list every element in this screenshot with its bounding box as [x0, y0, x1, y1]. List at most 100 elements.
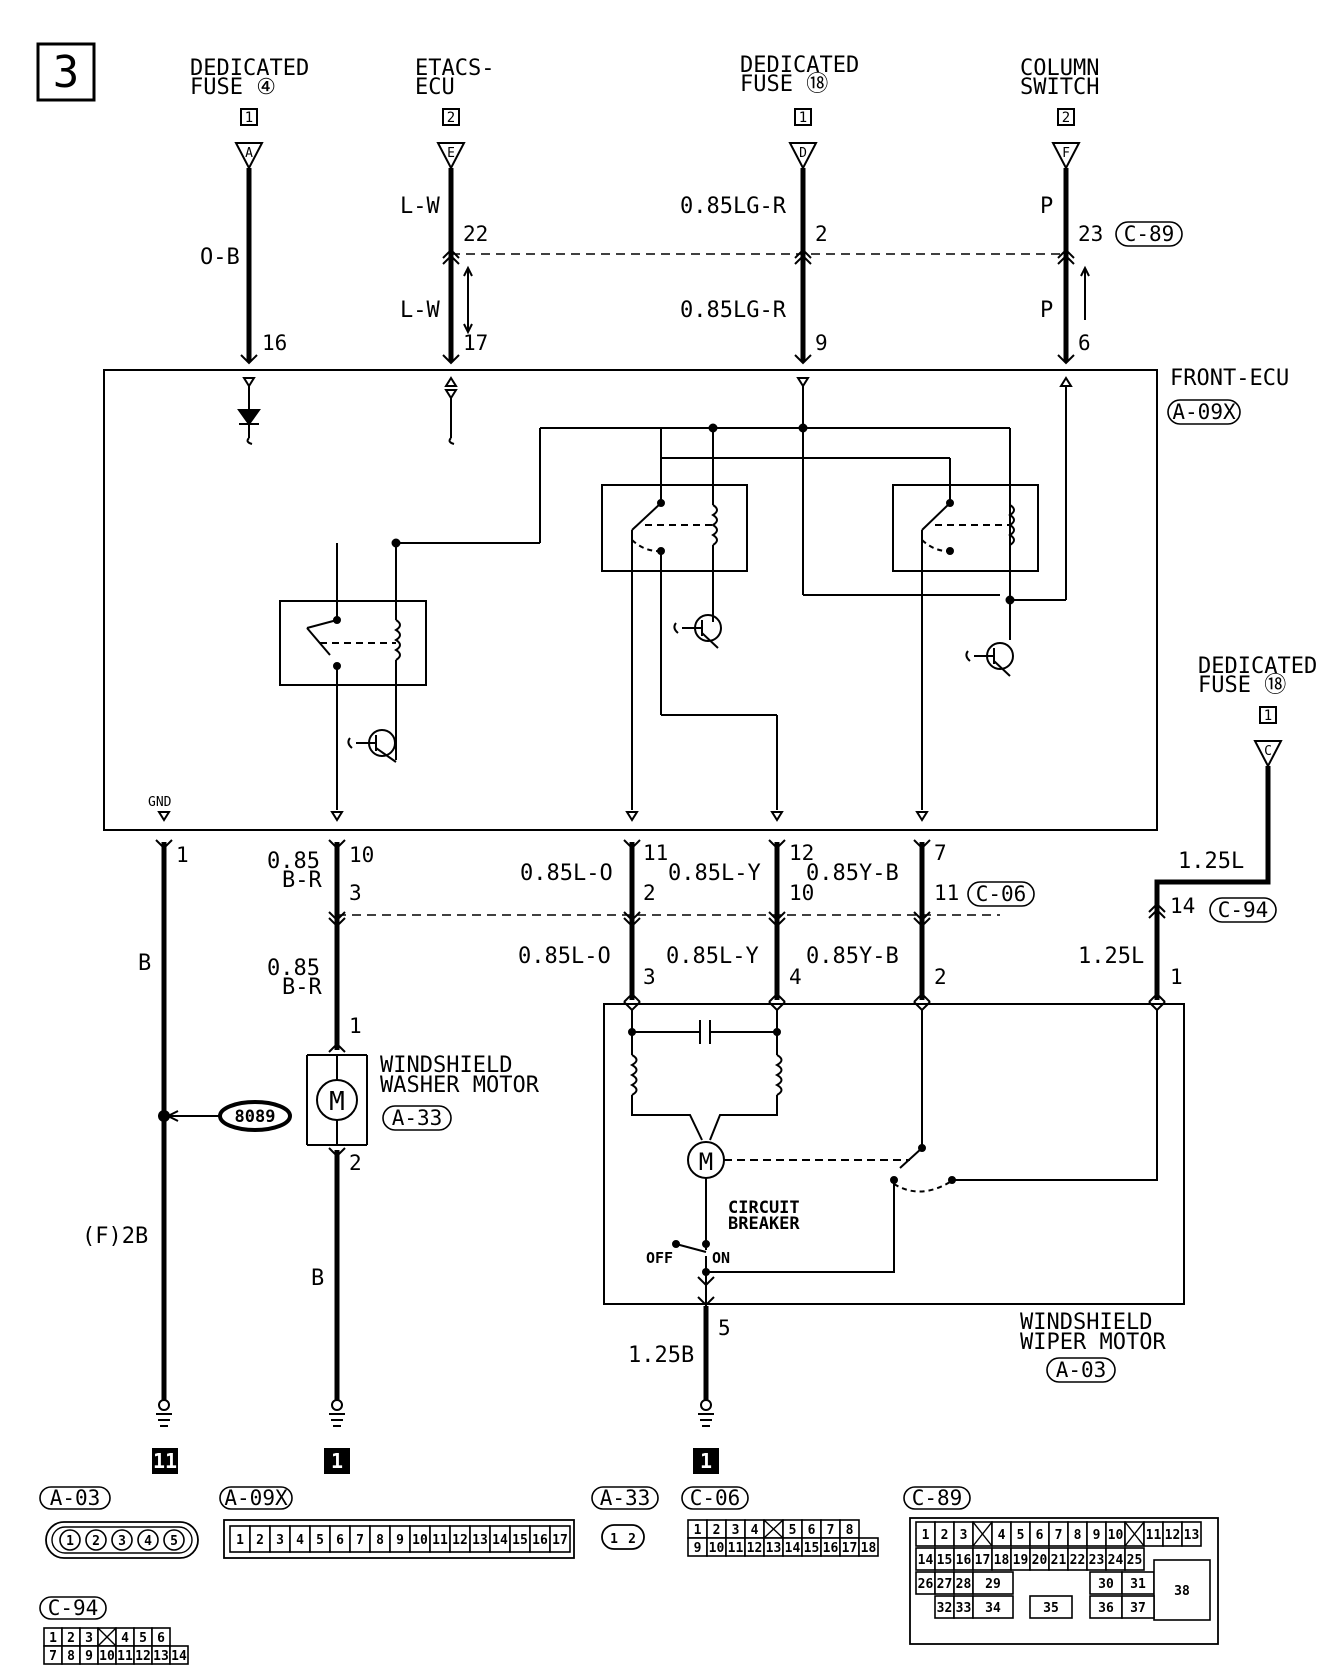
connector-pin-number: 1 [610, 1532, 618, 1547]
wiper-motor: M CIRCUIT BREAKER OFF ON WINDSHIELD WIPE… [603, 992, 1185, 1383]
wire-o-b: O-B 16 [200, 168, 287, 362]
source-dedicated-fuse-18: DEDICATED FUSE ⑱ 1 D [740, 53, 859, 171]
connector-pin-number: 13 [1184, 1528, 1200, 1543]
pin-number: 1 [176, 843, 189, 867]
wire-color: L-W [400, 194, 440, 219]
connector-pin-number: 36 [1098, 1601, 1114, 1616]
source-etacs-ecu: ETACS- ECU 2 E [415, 56, 494, 171]
connector-pin-number: 5 [170, 1534, 178, 1549]
connector-label: C-06 [976, 882, 1027, 906]
connector-pin-number: 37 [1130, 1601, 1146, 1616]
connector-pin-number: 10 [412, 1533, 428, 1548]
connector-label: C-94 [1218, 898, 1269, 922]
connector-pin-number: 7 [1055, 1528, 1063, 1543]
pin-number: 9 [815, 331, 828, 355]
connector-pin-number: 2 [256, 1533, 264, 1548]
wire-color: O-B [200, 245, 240, 270]
connector-pin-number: 5 [1017, 1528, 1025, 1543]
connector-pin-number: 11 [728, 1541, 744, 1556]
page-number-box: 3 [36, 42, 96, 102]
connector-pin-number: 3 [960, 1528, 968, 1543]
source-ref: 2 [1062, 110, 1070, 126]
connector-ref-a-03: A-03 [1046, 1357, 1116, 1383]
pin-number: 5 [718, 1316, 731, 1340]
connector-pin-number: 15 [937, 1553, 953, 1568]
connector-pin-number: 4 [998, 1528, 1006, 1543]
connector-label: A-33 [600, 1486, 651, 1510]
pin-number: 2 [643, 881, 656, 905]
connector-pin-cell [1153, 1559, 1211, 1621]
connector-pin-number: 9 [396, 1533, 404, 1548]
wire-color: L-W [400, 298, 440, 323]
pin-number: 10 [789, 881, 814, 905]
connector-pin-number: 11 [432, 1533, 448, 1548]
connector-pin-cell [972, 1595, 1014, 1619]
wire-l-o: 11 0.85L-O 2 0.85L-O 3 [518, 839, 668, 1000]
source-ref: 2 [447, 110, 455, 126]
source-name-line2: FUSE ⑱ [740, 72, 828, 97]
connector-label: A-03 [50, 1486, 101, 1510]
pin-number: 11 [934, 881, 959, 905]
gnd-label: GND [148, 795, 172, 810]
connector-pin-number: 2 [941, 1528, 949, 1543]
connector-pin-number: 2 [92, 1534, 100, 1549]
pin-number: 22 [463, 222, 488, 246]
ground-ref-1-wiper: 1 [693, 1448, 719, 1474]
wiper-motor-label: WIPER MOTOR [1020, 1330, 1166, 1355]
pin-number: 11 [643, 841, 668, 865]
pin-number: 2 [815, 222, 828, 246]
connector-pin-number: 31 [1130, 1577, 1146, 1592]
connector-pin-number: 11 [1146, 1528, 1162, 1543]
connector-pin-cell [1181, 1521, 1202, 1547]
wire-color: P [1040, 298, 1053, 323]
connector-label: C-89 [1124, 222, 1175, 246]
connector-pin-number: 5 [316, 1533, 324, 1548]
connector-pin-number: 13 [472, 1533, 488, 1548]
connector-label: A-09X [1172, 400, 1236, 424]
wire-color: 0.85LG-R [680, 298, 787, 323]
connector-label: C-94 [48, 1596, 99, 1620]
connector-pin-number: 24 [1108, 1553, 1124, 1568]
connector-pin-number: 18 [861, 1541, 877, 1556]
ground-ref-label: 1 [700, 1449, 712, 1473]
connector-pin-number: 4 [121, 1631, 129, 1646]
connector-pin-number: 10 [99, 1649, 115, 1664]
connector-pin-number: 25 [1127, 1553, 1143, 1568]
wire-color: 0.85L-Y [668, 861, 761, 886]
connector-pin-number: 5 [789, 1523, 797, 1538]
wire-wiper-ground: 5 1.25B [628, 1306, 731, 1400]
source-letter: D [799, 146, 807, 161]
source-letter: C [1264, 744, 1272, 759]
connector-pin-number: 12 [747, 1541, 763, 1556]
wire-l-w: L-W 22 L-W 17 [400, 168, 488, 362]
wire-p: P 23 C-89 P 6 [1040, 168, 1183, 362]
connector-pin-number: 28 [956, 1577, 972, 1592]
connector-pin-cell [1029, 1595, 1073, 1619]
connector-pin-cell [163, 1529, 185, 1551]
connector-label: C-06 [690, 1486, 741, 1510]
connector-pin-number: 6 [808, 1523, 816, 1538]
connector-pin-number: 17 [842, 1541, 858, 1556]
ground-ref-label: 1 [331, 1449, 343, 1473]
source-name-line1: ETACS- [415, 56, 494, 81]
wire-color: B [311, 1266, 324, 1291]
connector-pin-cell [549, 1525, 571, 1553]
connector-pin-number: 38 [1174, 1584, 1190, 1599]
source-name-line2: FUSE ⑱ [1198, 673, 1286, 698]
connector-pin-number: 4 [751, 1523, 759, 1538]
ground-symbols [156, 1399, 714, 1427]
connector-pin-number: 7 [356, 1533, 364, 1548]
connector-pin-number: 13 [153, 1649, 169, 1664]
connector-pin-number: 14 [171, 1649, 187, 1664]
connector-ref-c-94: C-94 [1209, 897, 1277, 923]
pin-number: 1 [349, 1014, 362, 1038]
connector-pin-number: 29 [985, 1577, 1001, 1592]
connector-pin-number: 21 [1051, 1553, 1067, 1568]
pin-number: 1 [1170, 965, 1183, 989]
pin-number: 7 [934, 841, 947, 865]
connector-chevrons-lower [328, 911, 931, 928]
wire-color: 0.85LG-R [680, 194, 787, 219]
